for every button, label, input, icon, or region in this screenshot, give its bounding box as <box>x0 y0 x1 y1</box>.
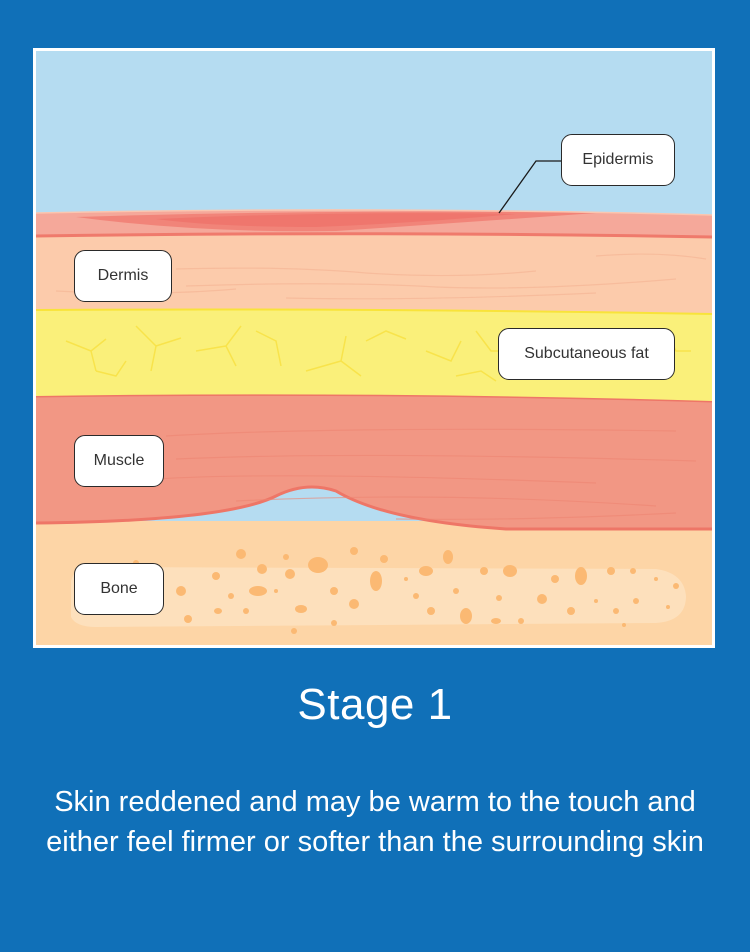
bone-shape <box>71 566 686 627</box>
label-epidermis: Epidermis <box>561 134 675 186</box>
epidermis-pointer <box>498 160 566 214</box>
stage-title: Stage 1 <box>297 680 453 729</box>
label-subcutaneous-fat: Subcutaneous fat <box>498 328 675 380</box>
label-muscle: Muscle <box>74 435 164 487</box>
stage-description: Skin reddened and may be warm to the tou… <box>46 786 704 858</box>
label-bone: Bone <box>74 563 164 615</box>
label-dermis: Dermis <box>74 250 172 302</box>
muscle-layer <box>36 394 712 529</box>
illustration-frame: Epidermis Dermis Subcutaneous fat Muscle… <box>33 48 715 648</box>
bone-spots <box>133 547 679 634</box>
